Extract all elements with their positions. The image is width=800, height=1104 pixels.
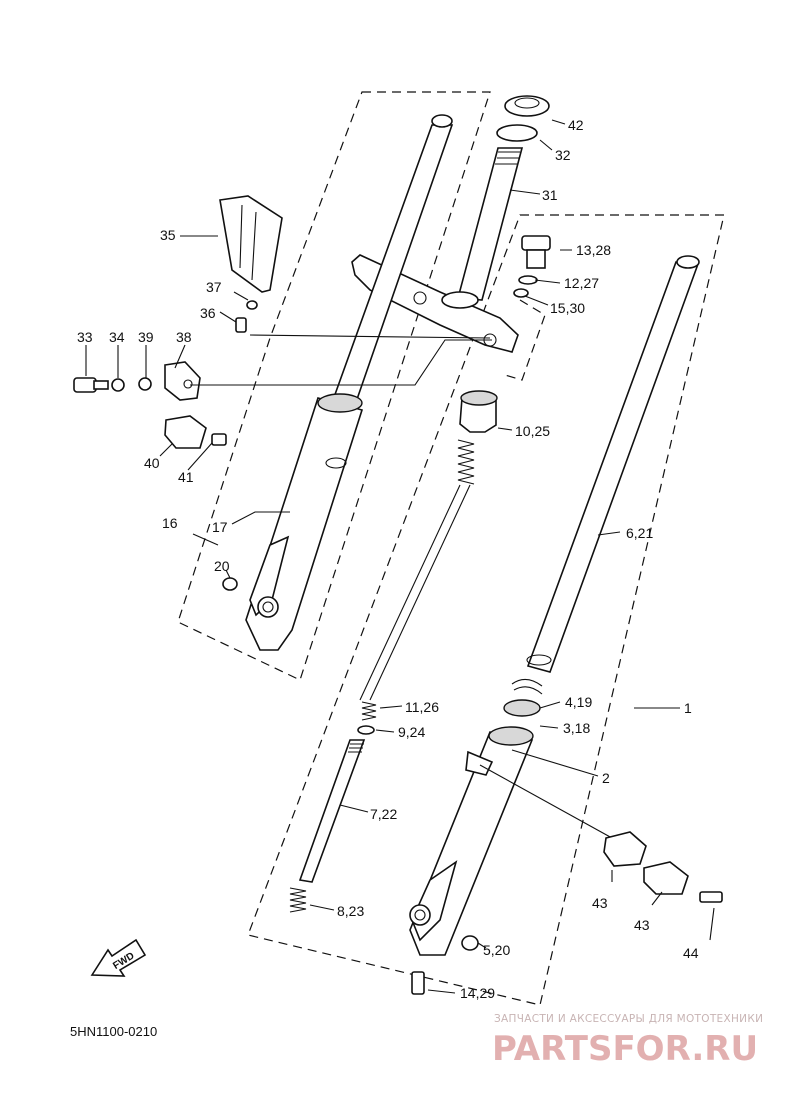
left-fork-assembly [222,114,454,651]
spring-upper [457,439,475,485]
callout-6-21: 6,21 [626,525,653,541]
callout-15-30: 15,30 [550,300,585,316]
fwd-arrow: FWD [90,938,147,977]
callout-11-26: 11,26 [405,699,439,715]
callout-34: 34 [109,329,125,345]
callout-32: 32 [555,147,571,163]
callout-41: 41 [178,469,194,485]
lock-washer-34 [111,378,125,392]
callout-10-25: 10,25 [515,423,550,439]
washer-37 [246,300,258,310]
callout-36: 36 [200,305,216,321]
stem-shaft-31 [456,147,524,301]
callout-12-27: 12,27 [564,275,599,291]
left-fork-group-boundary [177,91,491,681]
bolt-44 [699,891,723,903]
callout-17: 17 [212,519,228,535]
right-inner-tube-6 [526,261,700,673]
callout-14-29: 14,29 [460,985,495,1001]
bolt-33 [73,377,97,393]
right-fork-group-boundary [247,214,725,1006]
bolt-41 [211,433,227,446]
steering-stem [456,95,550,301]
clamp-43-upper [603,831,647,867]
callout-4-19: 4,19 [565,694,592,710]
callout-43-upper: 43 [592,895,608,911]
watermark-tagline: ЗАПЧАСТИ И АКСЕССУАРЫ ДЛЯ МОТОТЕХНИКИ [494,1013,763,1025]
o-ring-12 [518,275,538,285]
callout-37: 37 [206,279,222,295]
callout-40: 40 [144,455,160,471]
rebound-spring-8 [289,887,307,913]
bolt-14 [411,971,425,995]
oil-seal-3 [503,699,541,717]
callout-16: 16 [162,515,178,531]
damper-rod-7 [298,739,366,883]
bolt-36 [235,317,247,333]
callout-35: 35 [160,227,176,243]
bracket-38 [164,361,201,401]
clamp-40 [164,415,207,449]
bearing-32 [496,124,538,142]
washer-5 [461,935,479,951]
clamp-43-lower [643,861,689,895]
callout-3-18: 3,18 [563,720,590,736]
callout-2: 2 [602,770,610,786]
callout-43-lower: 43 [634,917,650,933]
callout-31: 31 [542,187,558,203]
callout-1: 1 [684,700,692,716]
bolt-group-boundary [504,299,546,381]
callout-8-23: 8,23 [337,903,364,919]
left-inner-tube [331,124,454,406]
oil-seal-clip-4 [511,678,543,695]
callout-42: 42 [568,117,584,133]
callout-44: 44 [683,945,699,961]
callout-13-28: 13,28 [576,242,611,258]
callout-20: 20 [214,558,230,574]
callout-7-22: 7,22 [370,806,397,822]
callout-39: 39 [138,329,154,345]
bearing-cover-42 [504,95,550,117]
ring-9 [357,725,375,735]
cap-bolt-13 [521,235,551,251]
diagram-code: 5HN1100-0210 [70,1024,157,1039]
watermark-brand: PARTSFOR.RU [492,1029,758,1069]
cover-35 [219,195,283,293]
callout-9-24: 9,24 [398,724,425,740]
callout-33: 33 [77,329,93,345]
washer-39 [138,377,152,391]
washer-20 [222,577,238,591]
callout-38: 38 [176,329,192,345]
spring-11 [361,701,377,721]
collar-15 [513,288,529,298]
callout-5-20: 5,20 [483,942,510,958]
